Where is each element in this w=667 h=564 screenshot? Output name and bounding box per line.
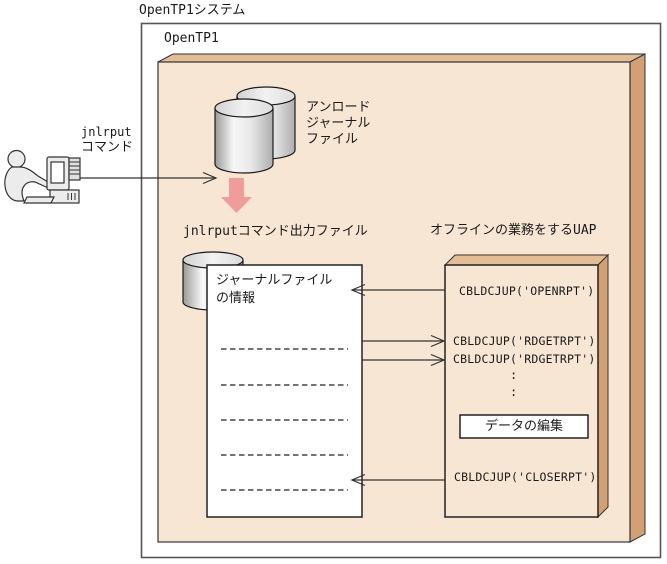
journal-info-title-line2: の情報 (216, 291, 256, 306)
data-edit-box (459, 414, 589, 439)
operator-command-label: jnlrput コマンド (81, 125, 133, 155)
journal-info-dashed-lines (221, 348, 348, 491)
system-box-label: OpenTP1システム (139, 3, 246, 18)
journal-info-box (206, 264, 363, 518)
uap-label: オフラインの業務をするUAP (430, 223, 597, 238)
call-ellipsis: : : (510, 367, 517, 401)
operator-command-line2: コマンド (81, 140, 134, 155)
arrow-rdgetrpt-2 (362, 353, 446, 367)
data-edit-label: データの編集 (484, 419, 563, 434)
call-rdgetrpt-2-label: CBLDCJUP('RDGETRPT') (453, 352, 596, 366)
opentp1-label: OpenTP1 (164, 31, 219, 46)
arrow-closerpt (350, 473, 445, 487)
arrow-command-input (79, 171, 218, 185)
unload-journal-label: アンロード ジャーナル ファイル (306, 100, 370, 148)
unload-journal-line2: ジャーナル (306, 116, 371, 131)
uap-box (443, 253, 610, 519)
unload-journal-line3: ファイル (306, 132, 359, 147)
ellipsis-dot-2: : (510, 385, 518, 399)
call-rdgetrpt-1-label: CBLDCJUP('RDGETRPT') (453, 334, 596, 348)
operator-command-line1: jnlrput (81, 125, 132, 139)
journal-info-title: ジャーナルファイル の情報 (216, 272, 332, 308)
journal-info-title-line1: ジャーナルファイル (216, 273, 333, 288)
arrow-openrpt (350, 283, 445, 297)
unload-journal-line1: アンロード (306, 100, 371, 115)
user-terminal-icon (4, 149, 81, 204)
stacked-cylinders-icon (214, 86, 296, 174)
call-closerpt-label: CBLDCJUP('CLOSERPT') (454, 470, 597, 484)
output-file-label: jnlrputコマンド出力ファイル (183, 224, 368, 239)
ellipsis-dot-1: : (510, 368, 518, 382)
arrow-rdgetrpt-1 (362, 334, 446, 348)
red-down-arrow-icon (221, 178, 252, 213)
call-openrpt-label: CBLDCJUP('OPENRPT') (459, 284, 595, 298)
